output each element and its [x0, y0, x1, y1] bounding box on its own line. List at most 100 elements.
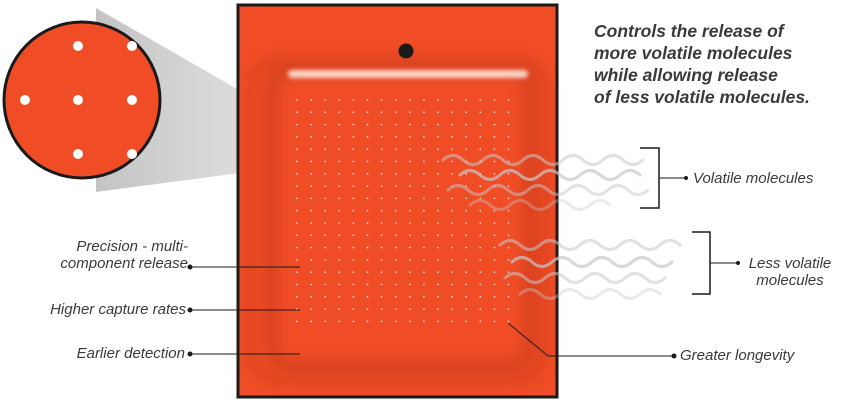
perforation-dot — [324, 172, 327, 175]
headline-line-2: more volatile molecules — [594, 43, 793, 63]
perforation-dot — [310, 308, 312, 310]
perforation-dot — [451, 320, 453, 323]
perforation-dot — [437, 283, 439, 286]
perforation-dot — [451, 308, 453, 310]
perforation-dot — [507, 234, 510, 237]
perforation-dot — [465, 99, 468, 101]
perforation-dot — [380, 246, 383, 249]
perforation-dot — [296, 160, 298, 163]
perforation-dot — [310, 283, 312, 286]
perforation-dot — [423, 99, 425, 101]
higher-capture-label: Higher capture rates — [50, 301, 186, 318]
perforation-dot — [380, 172, 383, 175]
perforation-dot — [310, 209, 312, 212]
perforation-dot — [324, 197, 327, 200]
perforation-dot — [423, 271, 425, 274]
perforation-dot — [394, 246, 397, 249]
perforation-dot — [394, 99, 397, 101]
perforation-dot — [366, 283, 369, 286]
perforation-dot — [479, 136, 482, 138]
perforation-dot — [324, 283, 327, 286]
perforation-dot — [437, 172, 439, 175]
perforation-dot — [366, 197, 369, 200]
perforation-dot — [408, 320, 411, 323]
perforation-dot — [437, 197, 439, 200]
magnifier-circle — [2, 20, 162, 180]
perforation-dot — [465, 295, 468, 298]
perforation-dot — [479, 123, 482, 126]
perforation-dot — [352, 246, 355, 249]
perforation-dot — [493, 172, 496, 175]
less-volatile-connector-dot — [736, 261, 740, 265]
perforation-dot — [479, 320, 482, 323]
perforation-dot — [324, 148, 327, 151]
perforation-dot — [408, 172, 411, 175]
perforation-dot — [324, 185, 327, 188]
perforation-dot — [465, 136, 468, 138]
perforation-dot — [507, 259, 510, 261]
perforation-dot — [479, 197, 482, 200]
perforation-dot — [310, 320, 312, 323]
perforation-dot — [338, 283, 341, 286]
perforation-dot — [408, 148, 411, 151]
perforation-dot — [451, 111, 453, 114]
perforation-dot — [479, 246, 482, 249]
perforation-dot — [493, 99, 496, 101]
perforation-dot — [507, 209, 510, 212]
perforation-dot — [394, 185, 397, 188]
perforation-dot — [380, 160, 383, 163]
perforation-dot — [296, 209, 298, 212]
perforation-dot — [479, 308, 482, 310]
perforation-dot — [394, 209, 397, 212]
perforation-dot — [352, 209, 355, 212]
perforation-dot — [408, 160, 411, 163]
less-volatile-molecule-waves — [498, 239, 682, 300]
perforation-dot — [493, 271, 496, 274]
perforation-dot — [423, 172, 425, 175]
perforation-dot — [366, 295, 369, 298]
perforation-dot — [408, 259, 411, 261]
perforation-dot — [465, 283, 468, 286]
perforation-dot — [408, 295, 411, 298]
perforation-dot — [437, 185, 439, 188]
perforation-dot — [451, 295, 453, 298]
perforation-dot — [338, 185, 341, 188]
perforation-dot — [324, 99, 327, 101]
perforation-dot — [310, 136, 312, 138]
perforation-dot — [479, 99, 482, 101]
perforation-dot — [352, 283, 355, 286]
perforation-dot — [296, 172, 298, 175]
perforation-dot — [296, 234, 298, 237]
perforation-dot — [507, 246, 510, 249]
precision-label-line-1: Precision - multi- — [76, 238, 188, 255]
perforation-dot — [423, 160, 425, 163]
perforation-dot — [380, 209, 383, 212]
perforation-dot — [479, 185, 482, 188]
perforation-dot — [324, 259, 327, 261]
perforation-dot — [310, 246, 312, 249]
perforation-dot — [310, 259, 312, 261]
perforation-dot — [465, 308, 468, 310]
perforation-dot — [423, 185, 425, 188]
perforation-dot — [465, 123, 468, 126]
perforation-dot — [338, 246, 341, 249]
perforation-dot — [380, 99, 383, 101]
perforation-dot — [352, 259, 355, 261]
perforation-dot — [352, 160, 355, 163]
perforation-dot — [380, 136, 383, 138]
perforation-dot — [465, 197, 468, 200]
perforation-dot — [394, 172, 397, 175]
perforation-dot — [451, 172, 453, 175]
perforation-dot — [479, 295, 482, 298]
less-volatile-label-line-1: Less volatile — [748, 255, 832, 272]
headline-line-4: of less volatile molecules. — [594, 87, 810, 107]
perforation-dot — [338, 209, 341, 212]
perforation-dot — [437, 234, 439, 237]
perforation-dot — [310, 222, 312, 224]
perforation-dot — [352, 295, 355, 298]
perforation-dot — [507, 136, 510, 138]
volatile-molecule-waves — [441, 154, 650, 211]
perforation-dot — [310, 172, 312, 175]
perforation-dot — [451, 209, 453, 212]
perforation-dot — [380, 295, 383, 298]
